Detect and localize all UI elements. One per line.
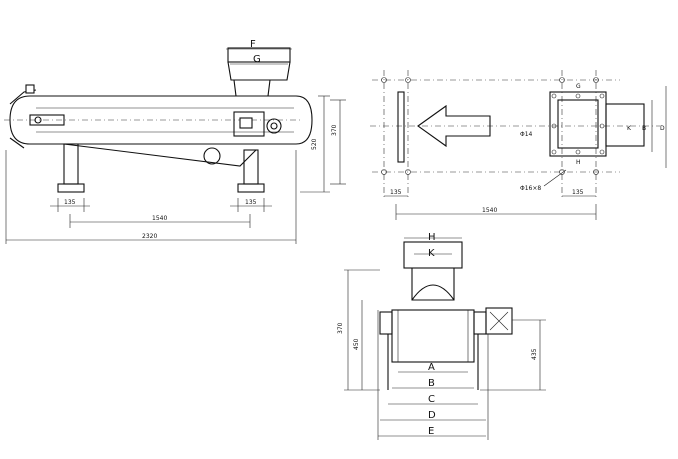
end-label-K: K — [428, 248, 435, 259]
foot-left — [57, 183, 85, 193]
top-label-K: K — [627, 125, 632, 132]
left-bolt — [25, 84, 35, 94]
drive-pulley-hub — [270, 122, 278, 130]
top-label-H: H — [576, 159, 581, 166]
hopper-neck — [233, 79, 271, 97]
flow-arrow-icon — [417, 104, 491, 148]
end-drive-motor — [485, 307, 513, 335]
belt-inner — [36, 107, 294, 133]
top-dim-1540: 1540 — [482, 207, 497, 214]
label-G: G — [253, 54, 261, 65]
end-chute-arc — [411, 284, 455, 301]
end-dim-370: 370 — [337, 322, 344, 334]
belt-outer — [9, 95, 313, 145]
drive-pulley — [266, 118, 282, 134]
drive-box-window — [239, 117, 253, 129]
end-hopper-top — [403, 241, 463, 269]
end-dim-435: 435 — [531, 348, 538, 360]
leg-left — [63, 143, 79, 185]
slot — [397, 91, 405, 163]
end-label-D: D — [428, 410, 436, 421]
side-view: F G 135 135 — [4, 39, 346, 244]
top-view: G H K B D Φ14 Φ16×8 135 135 1540 — [370, 70, 667, 220]
underside-frame — [63, 143, 257, 167]
end-label-B: B — [428, 378, 435, 389]
end-belt-drum — [391, 309, 475, 363]
dim-370: 370 — [331, 124, 338, 136]
dim-135-left: 135 — [64, 199, 76, 206]
top-label-B: B — [642, 125, 646, 132]
dim-520: 520 — [311, 138, 318, 150]
top-label-D: D — [660, 125, 665, 132]
end-bracket-right — [473, 311, 487, 335]
left-guard — [9, 89, 37, 149]
dim-2320: 2320 — [142, 233, 157, 240]
end-label-E: E — [428, 426, 434, 437]
top-dim-135-left: 135 — [390, 189, 402, 196]
motor-cross-icon — [489, 311, 509, 331]
discharge-box — [605, 103, 645, 147]
end-view: H K 370 450 435 A B C D E — [337, 232, 546, 440]
dim-1540: 1540 — [152, 215, 167, 222]
lower-roller — [203, 147, 221, 165]
take-up — [29, 114, 65, 126]
hopper-flange — [227, 61, 291, 81]
end-bracket-left — [379, 311, 393, 335]
top-dim-135-right: 135 — [572, 189, 584, 196]
end-label-A: A — [428, 362, 435, 373]
foot-right — [237, 183, 265, 193]
hopper-top — [227, 47, 291, 63]
left-pulley — [34, 116, 42, 124]
dim-phi16x8: Φ16×8 — [520, 185, 541, 192]
dim-phi14: Φ14 — [520, 131, 533, 138]
end-label-C: C — [428, 394, 435, 405]
dim-135-right: 135 — [245, 199, 257, 206]
hopper-opening — [557, 99, 599, 149]
end-label-H: H — [428, 232, 436, 243]
label-F: F — [250, 39, 256, 50]
drive-box — [233, 111, 265, 137]
end-hopper-neck — [411, 268, 455, 301]
end-dim-450: 450 — [353, 338, 360, 350]
top-label-G: G — [576, 83, 581, 90]
